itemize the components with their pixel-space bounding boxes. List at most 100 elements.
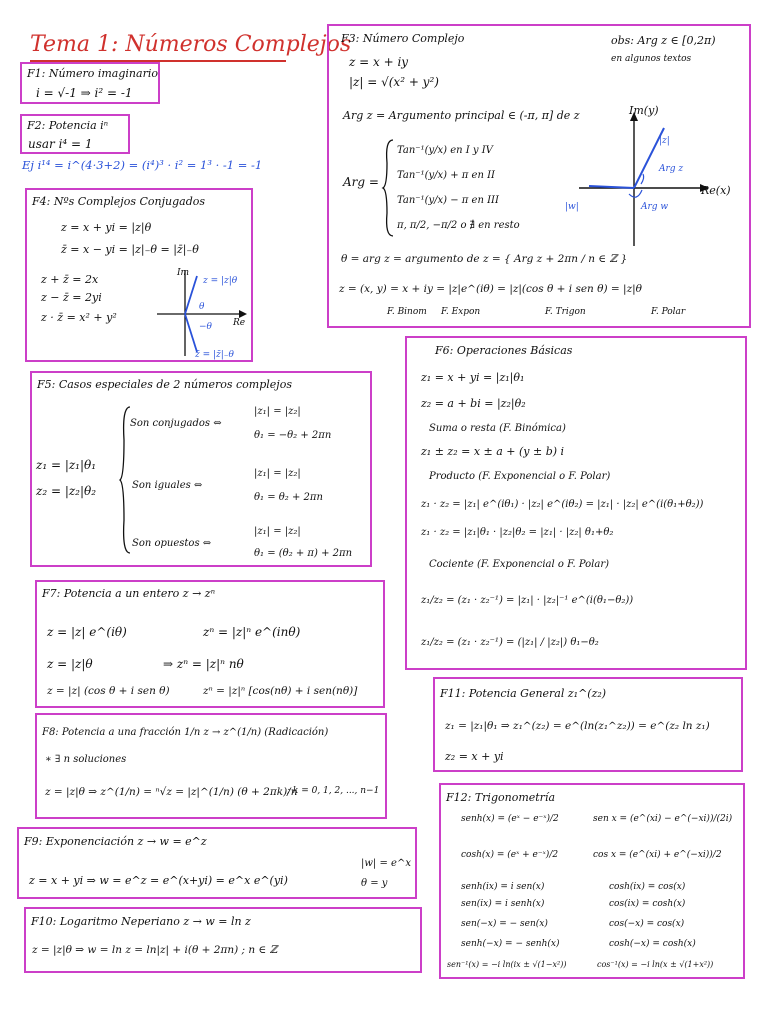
- f6-prod1: z₁ · z₂ = |z₁| e^(iθ₁) · |z₂| e^(iθ₂) = …: [421, 499, 704, 510]
- f3-box: F3: Número Complejo obs: Arg z ∈ [0,2π) …: [327, 24, 751, 328]
- f12-box: F12: Trigonometría senh(x) = (eˣ − e⁻ˣ)/…: [439, 783, 745, 979]
- f4-line5: z · z̄ = x² + y²: [41, 311, 117, 324]
- f2-example: Ej i¹⁴ = i^(4·3+2) = (i⁴)³ · i² = 1³ · -…: [22, 158, 263, 172]
- f1-box: F1: Número imaginario i = √-1 ⇒ i² = -1: [20, 62, 160, 104]
- f4-line4: z − z̄ = 2yi: [41, 291, 102, 304]
- f12-r4a: sen(ix) = i senh(x): [461, 899, 545, 909]
- f3-case2: Tan⁻¹(y/x) + π en II: [397, 170, 495, 181]
- f4-lbl-zbar: z̄ = |z̄|₋θ: [195, 350, 234, 360]
- f3-line1: z = x + iy: [349, 55, 409, 69]
- f3-theta: θ = arg z = argumento de z = { Arg z + 2…: [341, 253, 628, 265]
- f3-lbl-modw: |w|: [565, 202, 579, 212]
- f10-l1: z = |z|θ ⇒ w = ln z = ln|z| + i(θ + 2πn)…: [32, 944, 278, 956]
- f6-header: F6: Operaciones Básicas: [435, 344, 573, 357]
- f5-c3: Son opuestos ⇔: [132, 538, 212, 549]
- f5-c1a: |z₁| = |z₂|: [254, 406, 301, 417]
- f6-prod: Producto (F. Exponencial o F. Polar): [429, 471, 611, 482]
- f3-arglabel: Arg =: [343, 175, 379, 189]
- f5-z1: z₁ = |z₁|θ₁: [36, 458, 97, 472]
- f5-c3a: |z₁| = |z₂|: [254, 526, 301, 537]
- f12-r1b: sen x = (e^(xi) − e^(−xi))/(2i): [593, 814, 733, 824]
- f3-case3: Tan⁻¹(y/x) − π en III: [397, 195, 499, 206]
- f4-lbl-theta: θ: [199, 302, 205, 312]
- f3-obs2: en algunos textos: [611, 54, 692, 64]
- f7-l2a: z = |z|θ: [47, 657, 93, 671]
- f5-brace: [118, 406, 131, 554]
- f6-sumf: z₁ ± z₂ = x ± a + (y ± b) i: [421, 445, 565, 458]
- f12-r2a: cosh(x) = (eˣ + e⁻ˣ)/2: [461, 850, 559, 860]
- f2-box: F2: Potencia iⁿ usar i⁴ = 1: [20, 114, 130, 154]
- f12-r3b: cosh(ix) = cos(x): [609, 882, 686, 892]
- page-title: Tema 1: Números Complejos: [30, 32, 352, 57]
- f12-r7b: cos⁻¹(x) = −i ln(x ± √(1+x²)): [597, 960, 714, 969]
- f4-line1: z = x + yi = |z|θ: [61, 221, 152, 234]
- f4-lbl-mtheta: −θ: [199, 322, 212, 332]
- f2-header: F2: Potencia iⁿ: [27, 119, 109, 132]
- f7-l3b: zⁿ = |z|ⁿ [cos(nθ) + i sen(nθ)]: [203, 685, 358, 697]
- f3-axis-im: Im(y): [629, 104, 659, 117]
- f5-c2a: |z₁| = |z₂|: [254, 468, 301, 479]
- f7-l1a: z = |z| e^(iθ): [47, 625, 127, 639]
- f12-header: F12: Trigonometría: [446, 791, 556, 804]
- f4-axis-re: Re: [233, 318, 246, 328]
- f2-line1: usar i⁴ = 1: [28, 137, 93, 151]
- f12-r3a: senh(ix) = i sen(x): [461, 882, 545, 892]
- f8-box: F8: Potencia a una fracción 1/n z → z^(1…: [35, 713, 387, 819]
- f3-header: F3: Número Complejo: [341, 32, 465, 45]
- f7-l3a: z = |z| (cos θ + i sen θ): [47, 685, 170, 697]
- f1-line1: i = √-1 ⇒ i² = -1: [36, 86, 133, 100]
- f5-c1: Son conjugados ⇔: [130, 418, 222, 429]
- f6-box: F6: Operaciones Básicas z₁ = x + yi = |z…: [405, 336, 747, 670]
- f5-header: F5: Casos especiales de 2 números comple…: [37, 378, 292, 391]
- f12-r4b: cos(ix) = cosh(x): [609, 899, 686, 909]
- f6-coc2: z₁/z₂ = (z₁ · z₂⁻¹) = (|z₁| / |z₂|) θ₁−θ…: [421, 637, 599, 648]
- f3-case4: π, π/2, −π/2 o ∄ en resto: [397, 220, 520, 231]
- f5-z2: z₂ = |z₂|θ₂: [36, 484, 97, 498]
- f1-header: F1: Número imaginario: [27, 67, 158, 80]
- f8-header: F8: Potencia a una fracción 1/n z → z^(1…: [42, 727, 329, 738]
- f9-header: F9: Exponenciación z → w = e^z: [24, 835, 207, 848]
- f8-l1: z = |z|θ ⇒ z^(1/n) = ⁿ√z = |z|^(1/n) (θ …: [45, 786, 298, 798]
- f6-coc1: z₁/z₂ = (z₁ · z₂⁻¹) = |z₁| · |z₂|⁻¹ e^(i…: [421, 595, 634, 606]
- f12-r5a: sen(−x) = − sen(x): [461, 919, 548, 929]
- f7-header: F7: Potencia a un entero z → zⁿ: [42, 587, 216, 600]
- f3-obs1: obs: Arg z ∈ [0,2π): [611, 34, 716, 47]
- f3-axis-re: Re(x): [701, 184, 731, 197]
- f3-argdef: Arg z = Argumento principal ∈ (-π, π] de…: [343, 109, 580, 122]
- f6-sum: Suma o resta (F. Binómica): [429, 423, 566, 434]
- f3-case1: Tan⁻¹(y/x) en I y IV: [397, 145, 493, 156]
- f5-c1b: θ₁ = −θ₂ + 2πn: [254, 430, 332, 441]
- f4-line2: z̄ = x − yi = |z|₋θ = |z̄|₋θ: [61, 243, 199, 256]
- f3-lbl-argz: Arg z: [659, 164, 684, 174]
- f11-header: F11: Potencia General z₁^(z₂): [440, 687, 607, 700]
- f5-c2: Son iguales ⇔: [132, 480, 203, 491]
- f12-r1a: senh(x) = (eˣ − e⁻ˣ)/2: [461, 814, 559, 824]
- f3-form-binom: F. Binom: [387, 307, 427, 317]
- f6-z2: z₂ = a + bi = |z₂|θ₂: [421, 397, 526, 410]
- f4-box: F4: Nºs Complejos Conjugados z = x + yi …: [25, 188, 253, 362]
- f11-l2: z₂ = x + yi: [445, 750, 504, 763]
- f11-l1: z₁ = |z₁|θ₁ ⇒ z₁^(z₂) = e^(ln(z₁^z₂)) = …: [445, 720, 710, 732]
- f5-c2b: θ₁ = θ₂ + 2πn: [254, 492, 323, 503]
- f8-k: ; k = 0, 1, 2, ..., n−1: [287, 786, 380, 796]
- f9-r2: θ = y: [361, 878, 388, 889]
- f7-box: F7: Potencia a un entero z → zⁿ z = |z| …: [35, 580, 385, 708]
- f3-forms: z = (x, y) = x + iy = |z|e^(iθ) = |z|(co…: [339, 283, 642, 295]
- f9-box: F9: Exponenciación z → w = e^z z = x + y…: [17, 827, 417, 899]
- f12-r7a: sen⁻¹(x) = −i ln(ix ± √(1−x²)): [447, 960, 567, 969]
- f3-form-trigon: F. Trigon: [545, 307, 586, 317]
- f6-prod2: z₁ · z₂ = |z₁|θ₁ · |z₂|θ₂ = |z₁| · |z₂| …: [421, 527, 614, 538]
- f12-r5b: cos(−x) = cos(x): [609, 919, 685, 929]
- f4-header: F4: Nºs Complejos Conjugados: [32, 195, 206, 208]
- f4-conjugate-diagram: [157, 270, 247, 356]
- f7-l1b: zⁿ = |z|ⁿ e^(inθ): [203, 625, 301, 639]
- f3-brace: [381, 139, 394, 237]
- f4-line3: z + z̄ = 2x: [41, 273, 99, 286]
- f9-r1: |w| = e^x: [361, 858, 411, 869]
- f3-line2: |z| = √(x² + y²): [349, 75, 439, 89]
- title-underline: [30, 60, 286, 62]
- f11-box: F11: Potencia General z₁^(z₂) z₁ = |z₁|θ…: [433, 677, 743, 772]
- f10-box: F10: Logaritmo Neperiano z → w = ln z z …: [24, 907, 422, 973]
- f7-l2b: ⇒ zⁿ = |z|ⁿ nθ: [163, 657, 244, 671]
- f3-argand-diagram: [579, 112, 709, 246]
